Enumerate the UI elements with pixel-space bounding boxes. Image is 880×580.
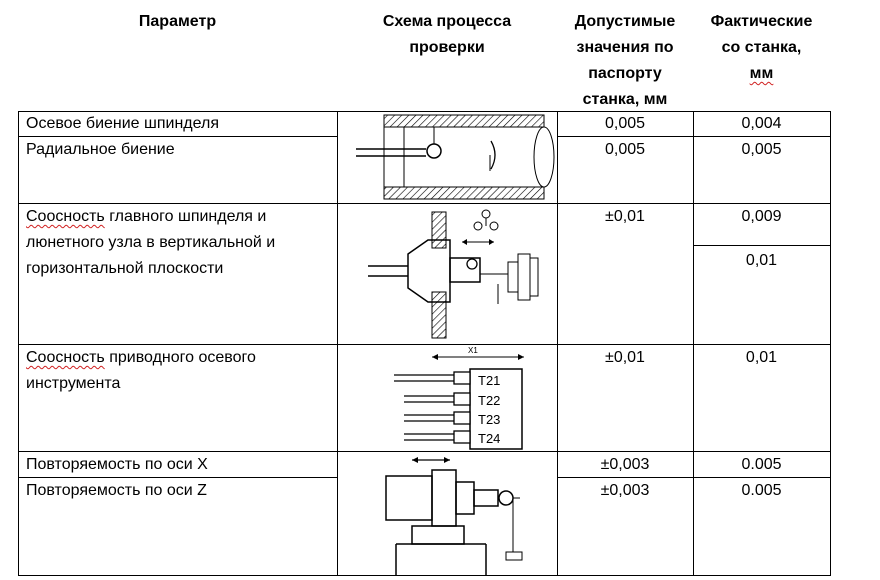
x1-label: X1 — [468, 346, 478, 355]
header-scheme: Схема процесса проверки — [382, 13, 512, 56]
row6-param: Повторяемость по оси Z — [26, 482, 207, 499]
row2-allowed: 0,005 — [604, 141, 646, 158]
row3-allowed: ±0,01 — [605, 208, 645, 225]
row1-actual: 0,004 — [741, 115, 782, 132]
header-actual: Фактические со станка, мм — [710, 13, 813, 82]
row5-allowed: ±0,003 — [600, 456, 650, 473]
row1-param: Осевое биение шпинделя — [26, 115, 219, 132]
row-border — [18, 575, 831, 576]
row-border — [557, 136, 831, 137]
col-border — [557, 111, 558, 576]
row-border — [18, 451, 831, 452]
row-border — [18, 111, 831, 112]
parameters-table: Параметр Схема процесса проверки Допусти… — [18, 7, 831, 576]
tool-t21-label: T21 — [478, 373, 500, 388]
col-border — [830, 111, 831, 576]
col-border — [693, 111, 694, 576]
row-border — [557, 477, 831, 478]
row4-param: Соосность приводного осевого инструмента — [26, 349, 256, 392]
row6-actual: 0.005 — [741, 482, 782, 499]
row1-allowed: 0,005 — [604, 115, 646, 132]
repeatability-scheme — [385, 457, 523, 575]
row-border — [693, 245, 831, 246]
tool-t24-label: T24 — [478, 431, 500, 446]
col-border — [18, 111, 19, 576]
spindle-runout-scheme — [356, 114, 555, 200]
row5-actual: 0.005 — [741, 456, 782, 473]
row-border — [18, 477, 337, 478]
row3-actual-1: 0,009 — [741, 208, 782, 225]
header-allowed: Допустимые значения по паспорту станка, … — [574, 13, 676, 108]
row2-actual: 0,005 — [741, 141, 782, 158]
row3-actual-2: 0,01 — [745, 252, 778, 269]
header-param: Параметр — [138, 13, 217, 30]
col-border — [337, 111, 338, 576]
row6-allowed: ±0,003 — [600, 482, 650, 499]
row3-param: Соосность главного шпинделя и люнетного … — [26, 208, 276, 277]
row5-param: Повторяемость по оси X — [26, 456, 208, 473]
row4-allowed: ±0,01 — [605, 349, 645, 366]
row-border — [18, 344, 831, 345]
tool-t22-label: T22 — [478, 393, 500, 408]
tool-t23-label: T23 — [478, 412, 500, 427]
driven-tool-scheme: X1 T21 T22 T23 T24 — [394, 346, 524, 450]
spindle-coaxiality-scheme — [368, 209, 539, 339]
row-border — [18, 203, 831, 204]
row2-param: Радиальное биение — [26, 141, 175, 158]
row4-actual: 0,01 — [745, 349, 778, 366]
row-border — [18, 136, 337, 137]
